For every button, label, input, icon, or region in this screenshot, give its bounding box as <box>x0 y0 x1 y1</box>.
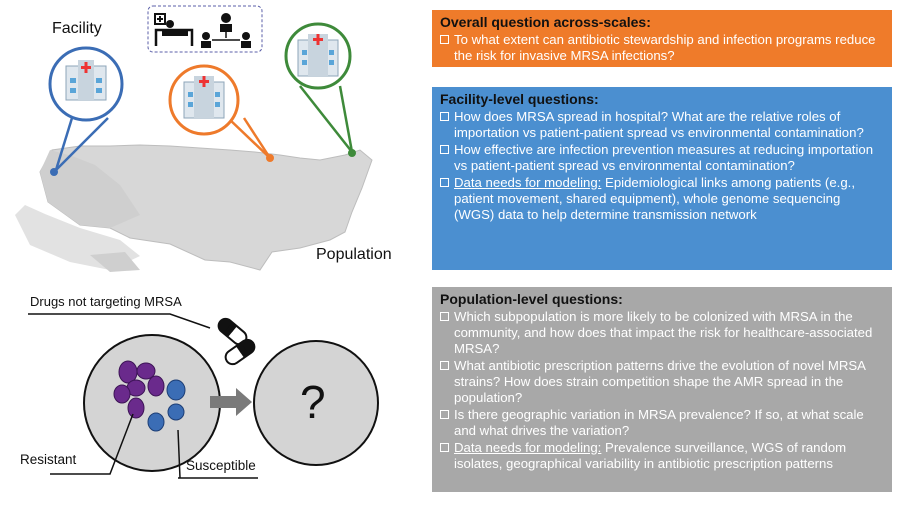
overall-title: Overall question across-scales: <box>440 14 651 30</box>
population-item-1: Which subpopulation is more likely to be… <box>440 309 884 357</box>
drugs-label: Drugs not targeting MRSA <box>30 294 182 309</box>
facility-data-text: Epidemiological links among patients (e.… <box>454 175 855 222</box>
population-label: Population <box>316 246 392 263</box>
population-data-needs: Data needs for modeling: Prevalence surv… <box>440 440 884 472</box>
overall-item: To what extent can antibiotic stewardshi… <box>440 32 884 64</box>
population-data-text: Prevalence surveillance, WGS of random i… <box>454 440 847 471</box>
facility-item-2: How effective are infection prevention m… <box>440 142 884 174</box>
population-title: Population-level questions: <box>440 291 623 307</box>
population-item-3: Is there geographic variation in MRSA pr… <box>440 407 884 439</box>
unknown-outcome-mark: ? <box>300 376 326 428</box>
patient-staff-icons <box>147 5 263 53</box>
population-data-label: Data needs for modeling: <box>454 440 602 455</box>
facility-title: Facility-level questions: <box>440 91 599 107</box>
facility-label: Facility <box>52 20 102 37</box>
drug-pressure-diagram <box>28 313 379 479</box>
facility-questions-box: Facility-level questions: How does MRSA … <box>432 87 892 270</box>
facility-item-1: How does MRSA spread in hospital? What a… <box>440 109 884 141</box>
facility-data-label: Data needs for modeling: <box>454 175 602 190</box>
facility-data-needs: Data needs for modeling: Epidemiological… <box>440 175 884 223</box>
overall-question-box: Overall question across-scales: To what … <box>432 10 892 67</box>
population-item-2: What antibiotic prescription patterns dr… <box>440 358 884 406</box>
us-map <box>15 144 373 272</box>
population-questions-box: Population-level questions: Which subpop… <box>432 287 892 492</box>
susceptible-label: Susceptible <box>186 458 256 473</box>
resistant-label: Resistant <box>20 452 77 467</box>
pin-midwest <box>168 64 274 162</box>
pin-west-coast <box>48 46 124 176</box>
pin-east-coast <box>284 22 356 157</box>
